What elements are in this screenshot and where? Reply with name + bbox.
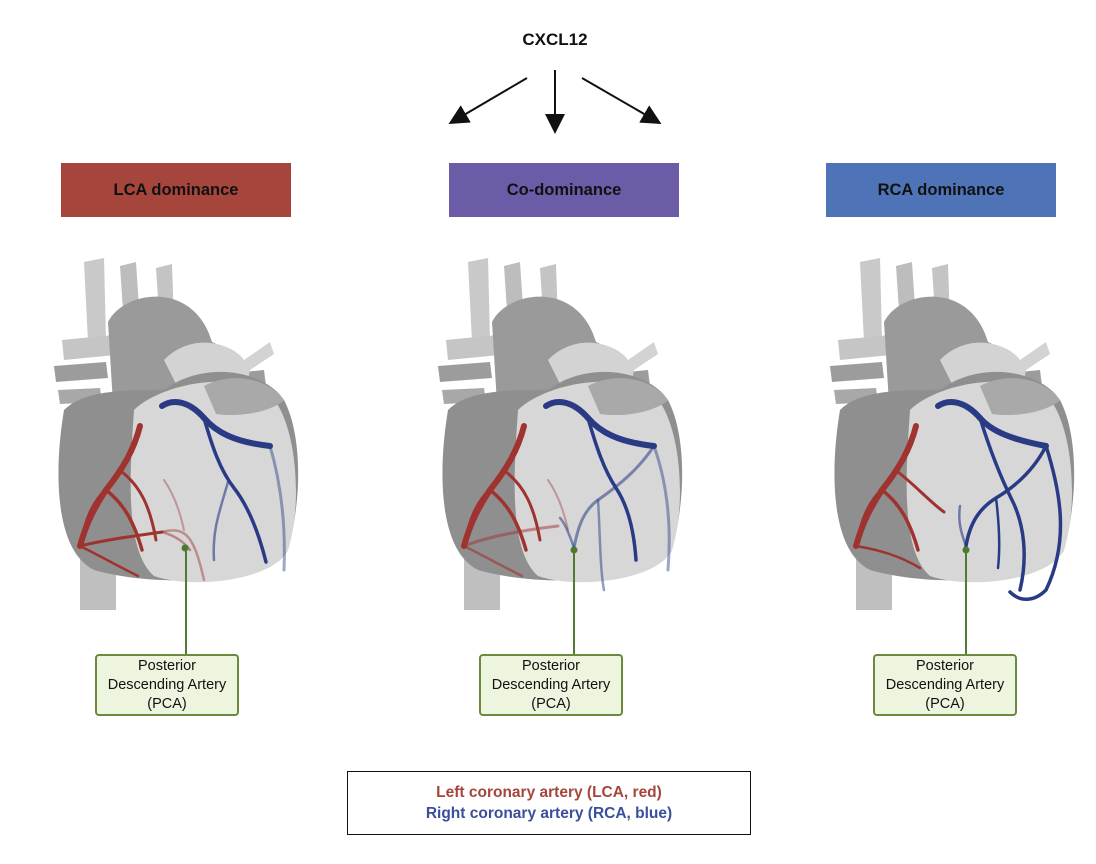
branch-arrows: [448, 70, 662, 134]
pca-leader-line-co: [573, 552, 575, 654]
rca-vessels: [159, 399, 286, 572]
legend-box: Left coronary artery (LCA, red) Right co…: [347, 771, 751, 835]
lca-vessels: [853, 423, 946, 570]
pca-leader-line-rca: [965, 552, 967, 654]
rca-dominance-header: RCA dominance: [826, 163, 1056, 217]
pca-label-lca: Posterior Descending Artery (PCA): [95, 654, 239, 716]
lca-vessels: [77, 423, 206, 582]
arrow-left: [448, 77, 528, 125]
lca-vessels: [461, 423, 569, 578]
pca-label-co: Posterior Descending Artery (PCA): [479, 654, 623, 716]
rca-vessels: [543, 399, 671, 592]
rca-vessels: [935, 399, 1063, 601]
heart-rca-dominance: [830, 258, 1075, 610]
heart-body: [830, 258, 1075, 610]
pca-marker: [181, 544, 189, 552]
heart-lca-dominance: [54, 258, 299, 610]
pca-marker: [962, 546, 970, 554]
legend-lca: Left coronary artery (LCA, red): [436, 784, 662, 801]
heart-body: [438, 258, 683, 610]
heart-co-dominance: [438, 258, 683, 610]
pca-marker: [570, 546, 578, 554]
arrow-right: [581, 77, 662, 125]
lca-dominance-header: LCA dominance: [61, 163, 291, 217]
legend-rca: Right coronary artery (RCA, blue): [425, 805, 673, 822]
pca-leader-line-lca: [185, 550, 187, 654]
co-dominance-header: Co-dominance: [449, 163, 679, 217]
cxcl12-label: CXCL12: [522, 30, 588, 49]
pca-label-rca: Posterior Descending Artery (PCA): [873, 654, 1017, 716]
heart-body: [54, 258, 299, 610]
